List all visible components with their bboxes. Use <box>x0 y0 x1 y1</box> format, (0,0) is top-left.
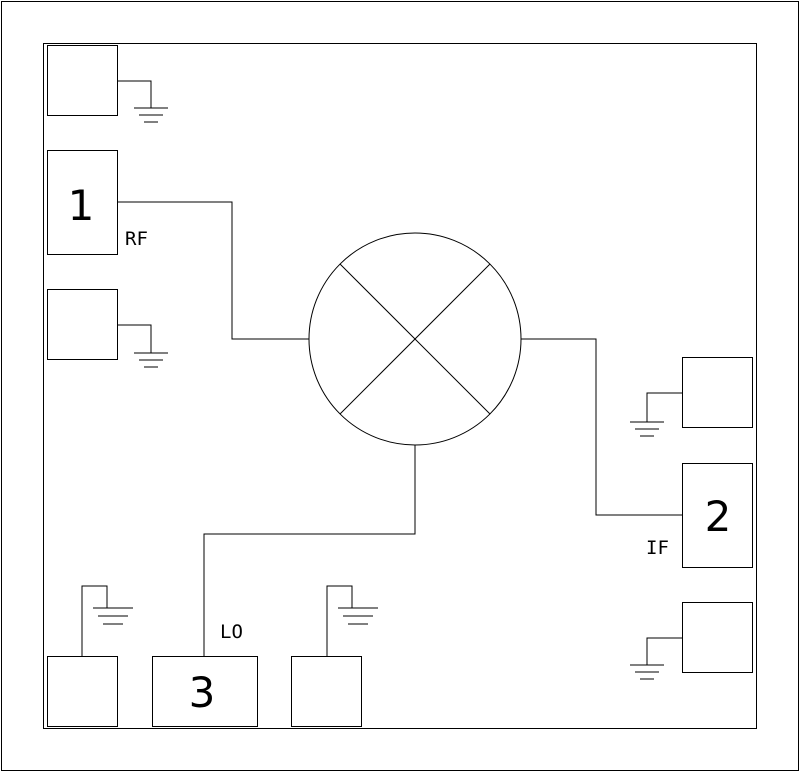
rf-trace <box>117 201 309 340</box>
rf-pin-label: RF <box>125 228 148 250</box>
ground-trace <box>117 80 152 108</box>
ground-symbol <box>134 107 168 123</box>
pin-rf: 1 RF <box>47 150 148 255</box>
mixer-cross-line-b <box>339 263 491 415</box>
if-trace <box>521 338 682 516</box>
ground-symbol <box>630 421 664 437</box>
ground-symbol <box>630 664 664 680</box>
ground-pad-bottom-left <box>47 585 133 727</box>
ground-pad <box>291 656 362 727</box>
lo-pin-label: LO <box>220 621 243 643</box>
rf-pin-number: 1 <box>68 181 95 230</box>
rf-pad <box>47 150 118 255</box>
ground-pad <box>47 289 118 360</box>
ground-symbol <box>134 352 168 368</box>
package-outline <box>43 43 757 729</box>
ground-trace <box>81 585 108 656</box>
pin-if: 2 IF <box>646 463 753 568</box>
ground-pad-bottom-right <box>291 585 378 727</box>
ground-pad-left-top <box>47 45 168 123</box>
lo-pin-number: 3 <box>189 668 216 717</box>
ground-trace <box>646 637 682 665</box>
ground-pad <box>47 45 118 116</box>
mixer-symbol <box>308 232 522 446</box>
if-pin-number: 2 <box>705 492 732 541</box>
lo-trace <box>203 445 416 656</box>
if-pin-label: IF <box>646 537 669 559</box>
ground-pad <box>682 357 753 428</box>
ground-pad-left-mid <box>47 289 168 368</box>
ground-trace <box>117 324 152 353</box>
ground-trace <box>326 585 353 656</box>
ground-trace <box>646 392 682 422</box>
ground-symbol <box>93 607 133 625</box>
pin-lo: 3 LO <box>152 621 258 727</box>
ground-pad <box>47 656 118 727</box>
ground-pad <box>682 602 753 673</box>
ground-pad-right-top <box>630 357 753 437</box>
ground-pad-right-bottom <box>630 602 753 680</box>
lo-pad <box>152 656 258 727</box>
ground-symbol <box>338 607 378 625</box>
if-pad <box>682 463 753 568</box>
